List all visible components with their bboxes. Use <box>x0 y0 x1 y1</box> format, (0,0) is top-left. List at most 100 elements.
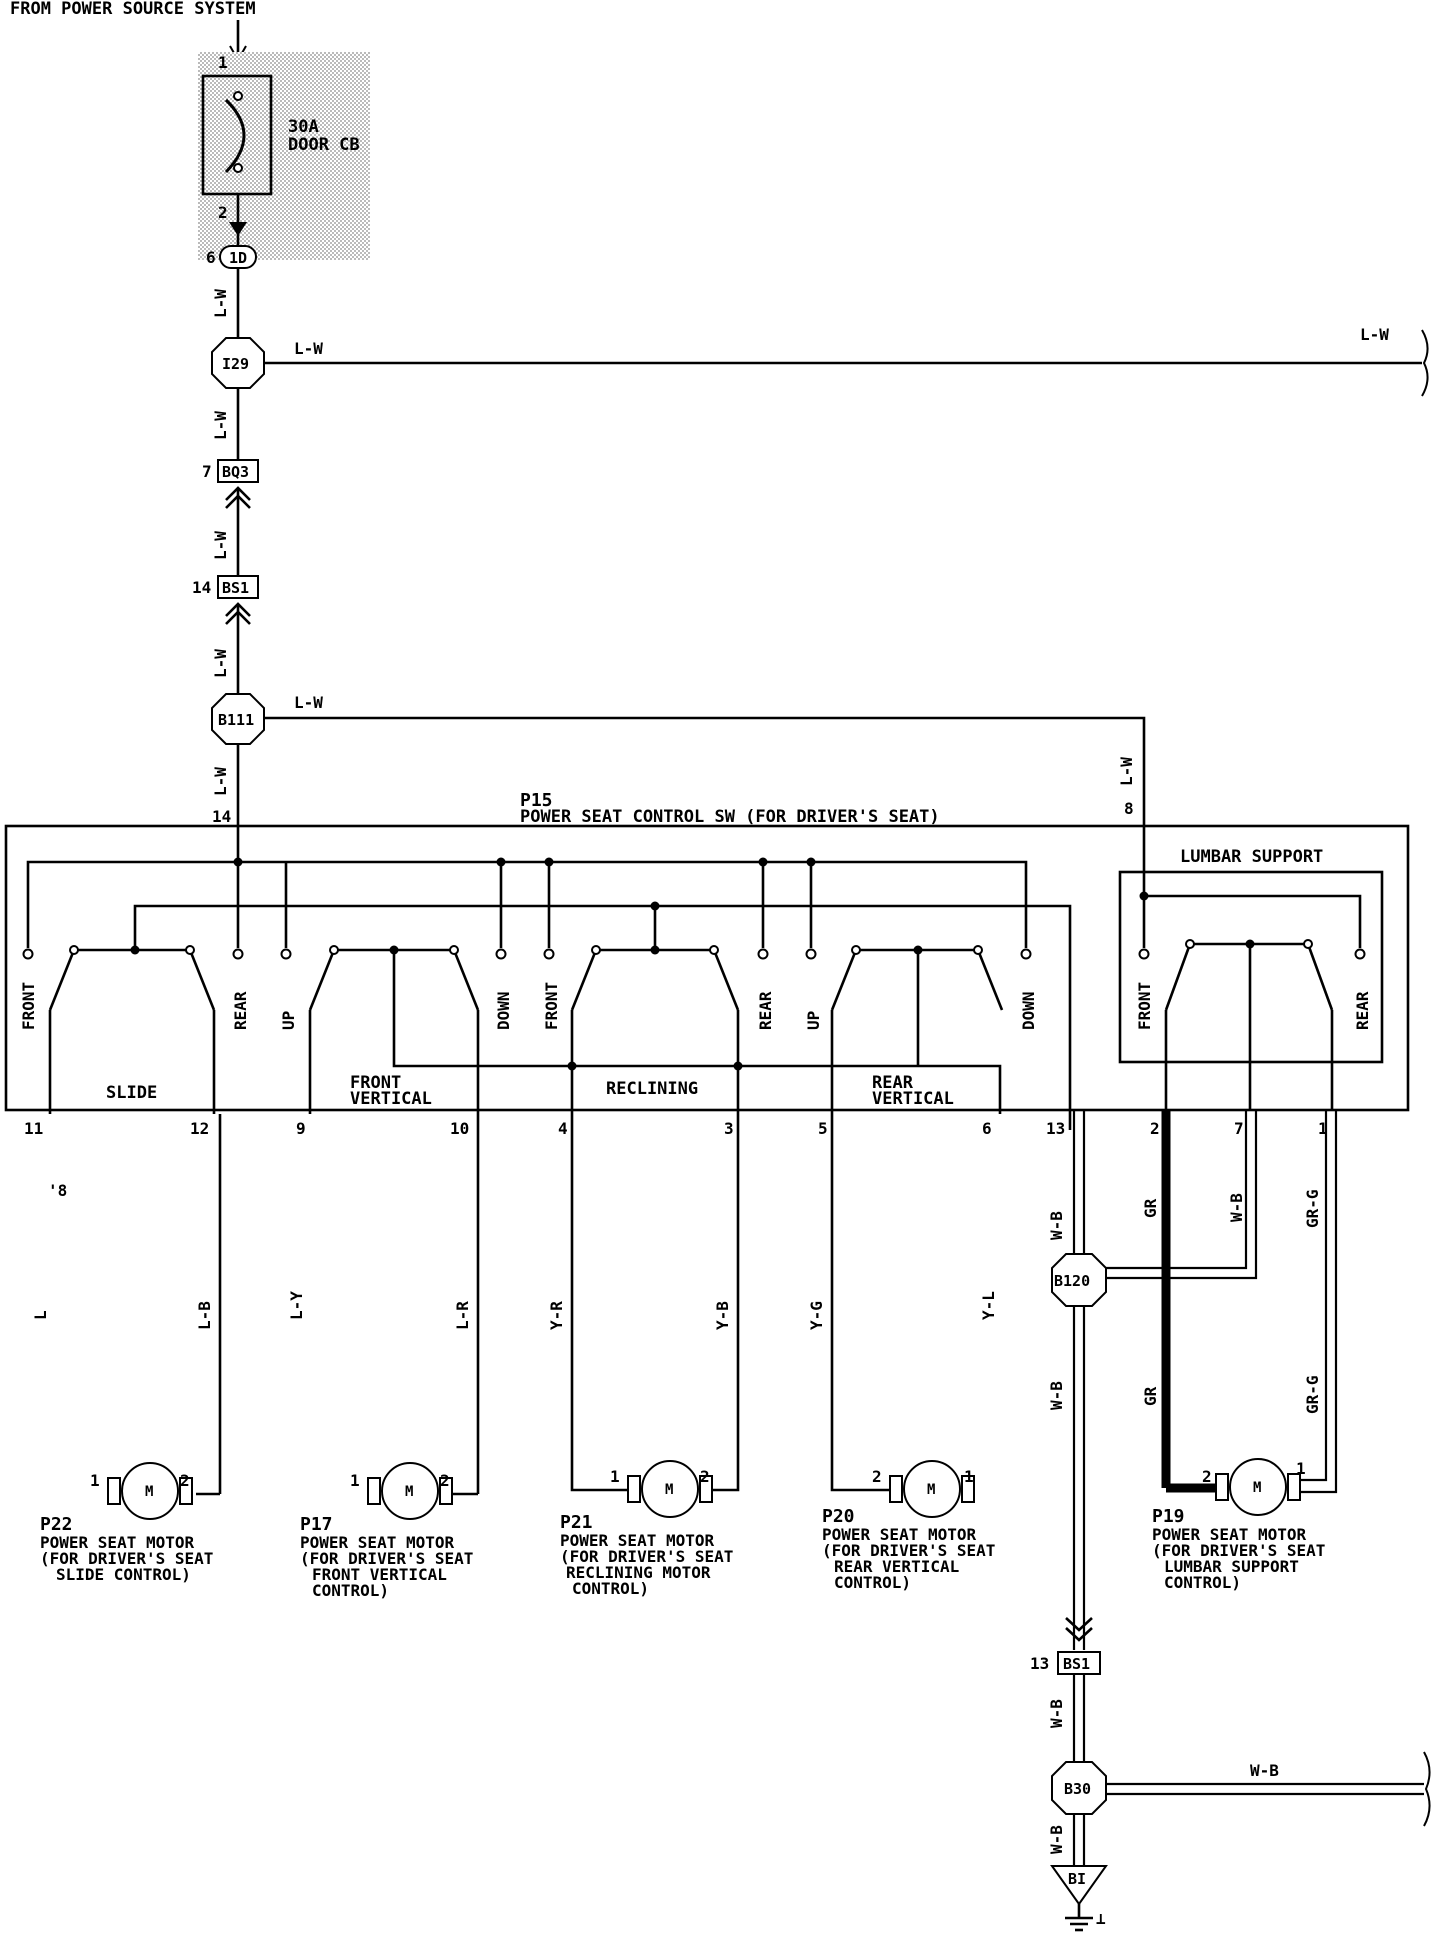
rv-up-label: UP <box>804 1011 823 1030</box>
motor-p17-brush-left <box>367 1477 381 1505</box>
motor-p20-ref: P20 <box>822 1506 855 1527</box>
motor-p19-line3: LUMBAR SUPPORT <box>1164 1557 1299 1576</box>
wire-color-lw-4: L-W <box>211 649 230 678</box>
lumbar-front-contact <box>1138 948 1150 960</box>
wire-color-yr: Y-R <box>547 1301 566 1330</box>
motor-p17-symbol: M <box>405 1484 413 1500</box>
wire-color-gr-1: GR <box>1141 1198 1160 1218</box>
wire-color-wb-4: W-B <box>1047 1699 1066 1728</box>
slide-rear-label: REAR <box>231 991 250 1030</box>
motor-p17-circle <box>381 1462 439 1520</box>
motor-p21-line3: RECLINING MOTOR <box>566 1563 711 1582</box>
lumbar-rear-contact <box>1354 948 1366 960</box>
p15-pin-3: 3 <box>724 1119 734 1138</box>
wire-color-lw-6: L-W <box>211 767 230 796</box>
lumbar-feed <box>1142 822 1362 948</box>
rc-arm-right <box>712 949 740 1011</box>
fv-up-contact <box>280 948 292 960</box>
motor-p19-pin-left: 2 <box>1202 1467 1212 1486</box>
connector-b30 <box>1051 1761 1107 1815</box>
motor-p22-brush-right <box>179 1477 193 1505</box>
rv-section-label-1: REAR <box>872 1073 914 1093</box>
lumbar-pivot-left <box>1185 939 1195 949</box>
motor-p17-pin-left: 1 <box>350 1471 360 1490</box>
rc-front-label: FRONT <box>542 982 561 1030</box>
motor-p21-line1: POWER SEAT MOTOR <box>560 1531 714 1550</box>
motor-p19-line1: POWER SEAT MOTOR <box>1152 1525 1306 1544</box>
slide-front-contact <box>22 948 34 960</box>
motor-p19: M 2 1 P19 POWER SEAT MOTOR (FOR DRIVER'S… <box>1152 1458 1325 1592</box>
lumbar-arm-left <box>1164 943 1192 1011</box>
motor-p17-ref: P17 <box>300 1514 333 1535</box>
fv-down-contact <box>495 948 507 960</box>
wire-grg-1 <box>1290 1110 1328 1482</box>
p15-pin-14: 14 <box>212 807 231 826</box>
wire-grg-2 <box>1290 1110 1338 1494</box>
motor-p20-circle <box>903 1460 961 1518</box>
p15-pin-10: 10 <box>450 1119 469 1138</box>
slide-rear-contact <box>232 948 244 960</box>
motor-p22-brush-left <box>107 1477 121 1505</box>
rc-pivot-left <box>591 945 601 955</box>
breaker-rating: 30A <box>288 117 319 137</box>
connector-1d-id: 1D <box>229 249 247 267</box>
rv-pivot-left <box>851 945 861 955</box>
motor-p21-line4: CONTROL) <box>572 1579 649 1598</box>
power-source-label: FROM POWER SOURCE SYSTEM <box>10 0 256 19</box>
rc-pivot-right <box>709 945 719 955</box>
fv-pivot-right <box>449 945 459 955</box>
wire-wb-lumbar-1 <box>1106 1110 1248 1270</box>
p15-pin-5: 5 <box>818 1119 828 1138</box>
motor-p20-line3: REAR VERTICAL <box>834 1557 959 1576</box>
motor-p22: M 1 2 P22 POWER SEAT MOTOR (FOR DRIVER'S… <box>40 1462 213 1584</box>
connector-b120-id: B120 <box>1054 1272 1090 1290</box>
lumbar-front-label: FRONT <box>1135 982 1154 1030</box>
motor-p19-symbol: M <box>1253 1480 1261 1496</box>
rc-arm-left <box>570 949 598 1011</box>
motor-p17-pin-right: 2 <box>440 1471 450 1490</box>
rv-arm-left <box>830 949 858 1011</box>
motor-p20-brush-right <box>961 1475 975 1503</box>
fv-arm-left <box>308 949 336 1011</box>
motor-p20-line1: POWER SEAT MOTOR <box>822 1525 976 1544</box>
motor-p20-brush-left <box>889 1475 903 1503</box>
wire-b111-to-lumbar <box>264 716 1146 822</box>
wire-y-b <box>712 1114 740 1492</box>
bs1-bottom-chevron-1 <box>1065 1617 1093 1632</box>
wire-color-yl: Y-L <box>979 1291 998 1320</box>
fv-section-label-2: VERTICAL <box>350 1089 432 1109</box>
wire-color-lw-h1: L-W <box>294 339 323 358</box>
slide-center-node <box>130 945 140 955</box>
motor-p22-line3: SLIDE CONTROL) <box>56 1565 191 1584</box>
continuation-brace-bottom <box>1423 1751 1431 1827</box>
motor-p20-line4: CONTROL) <box>834 1573 911 1592</box>
slide-arm-left <box>48 949 76 1011</box>
breaker-shade-area <box>198 52 370 260</box>
motor-p21-ref: P21 <box>560 1512 593 1533</box>
wire-color-wb-5: W-B <box>1047 1825 1066 1854</box>
p15-pin-6: 6 <box>982 1119 992 1138</box>
continuation-brace-top <box>1421 329 1429 397</box>
fv-pivot-left <box>329 945 339 955</box>
p15-ref: P15 <box>520 790 553 811</box>
p15-pin-13: 13 <box>1046 1119 1065 1138</box>
lumbar-arm-right <box>1306 943 1334 1011</box>
wire-color-lw-5: L-W <box>1117 757 1136 786</box>
wire-color-lw-h3: L-W <box>294 693 323 712</box>
p15-pin-1: 1 <box>1318 1119 1328 1138</box>
rc-to-rv-bus <box>738 1064 1002 1114</box>
connector-bs1-top <box>217 575 259 599</box>
motor-p21-brush-left <box>627 1475 641 1503</box>
wire-color-wb-2: W-B <box>1227 1193 1246 1222</box>
wire-y-g <box>830 1114 890 1492</box>
motor-p21-pin-left: 1 <box>610 1467 620 1486</box>
connector-1d-pin: 6 <box>206 248 216 267</box>
rv-arm-right <box>976 949 1004 1011</box>
motor-p21-circle <box>641 1460 699 1518</box>
rc-lower-node-left <box>567 1061 577 1071</box>
motor-p21-line2: (FOR DRIVER'S SEAT <box>560 1547 733 1566</box>
connector-b120 <box>1051 1253 1107 1307</box>
wire-wb-lumbar-2 <box>1106 1110 1258 1280</box>
rv-pivot-right <box>973 945 983 955</box>
